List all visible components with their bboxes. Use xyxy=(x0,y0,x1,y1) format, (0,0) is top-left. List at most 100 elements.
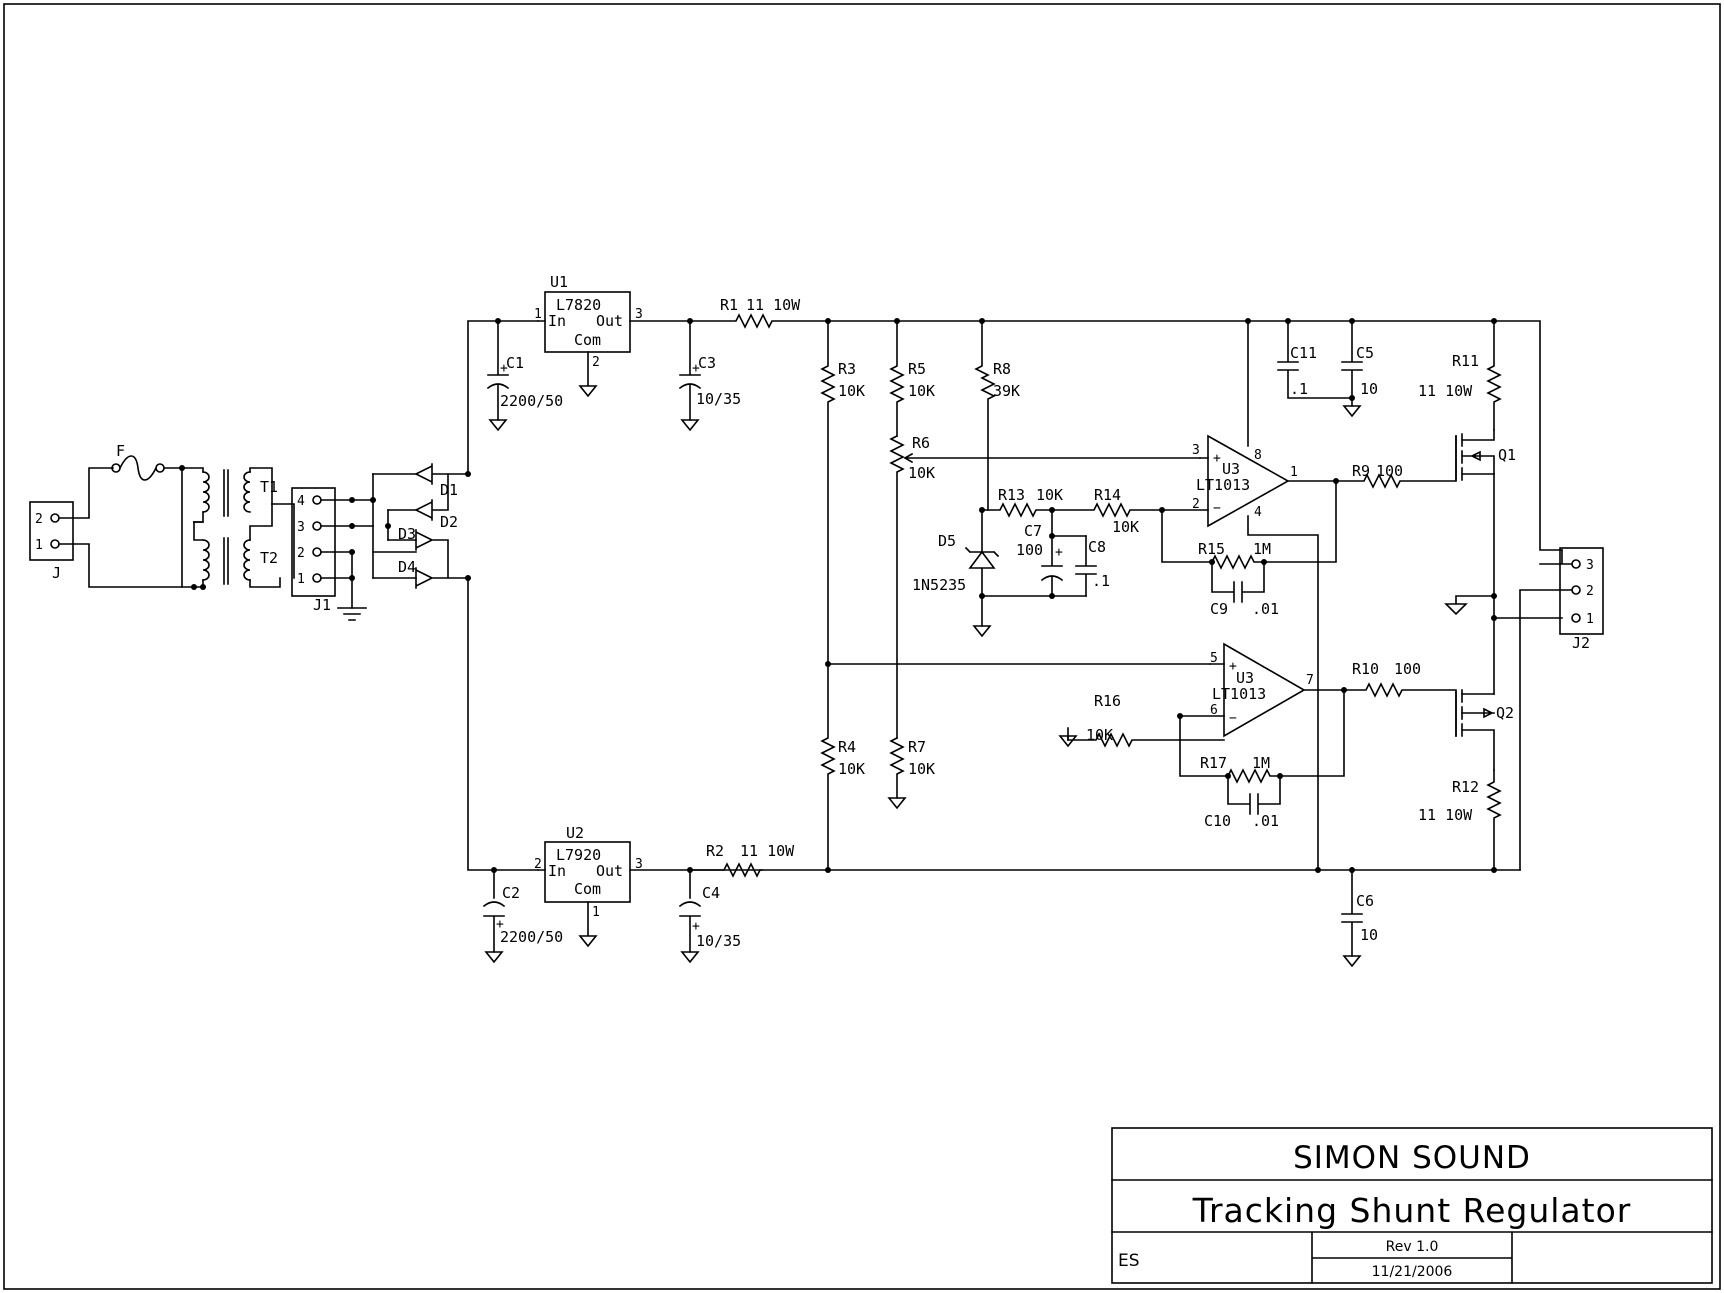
r14-value: 10K xyxy=(1112,518,1139,536)
resistor-r1: R1 11 10W xyxy=(689,296,829,329)
r9-value: 100 xyxy=(1376,462,1403,480)
j1-pin3-label: 3 xyxy=(297,520,305,535)
c9-value: .01 xyxy=(1252,600,1279,618)
r3-label: R3 xyxy=(838,360,856,378)
company-name: SIMON SOUND xyxy=(1293,1140,1531,1176)
j1-pin2-label: 2 xyxy=(297,546,305,561)
r5-value: 10K xyxy=(908,382,935,400)
j-pin1-label: 1 xyxy=(35,538,43,553)
d1-label: D1 xyxy=(440,481,458,499)
c9-label: C9 xyxy=(1210,600,1228,618)
resistor-r10: R10 100 xyxy=(1343,660,1457,737)
c1-value: 2200/50 xyxy=(500,392,563,410)
u3b-plus: + xyxy=(1229,659,1237,674)
fuse-f: F xyxy=(111,442,165,481)
connector-j1: 4 3 2 1 J1 xyxy=(291,487,336,614)
transformer-t1: T1 xyxy=(181,467,278,523)
c7-plus: + xyxy=(1055,545,1063,560)
r1-value: 11 10W xyxy=(746,296,801,314)
u3a-pin8: 8 xyxy=(1254,448,1262,463)
j1-label: J1 xyxy=(313,596,331,614)
c3-value: 10/35 xyxy=(696,390,741,408)
u3a-pin1: 1 xyxy=(1290,465,1298,480)
r2-label: R2 xyxy=(706,842,724,860)
u2-in: In xyxy=(548,862,566,880)
r12-value: 11 10W xyxy=(1418,806,1473,824)
u3a-pin4: 4 xyxy=(1254,505,1262,520)
u2-pin2: 2 xyxy=(534,857,542,872)
c3-label: C3 xyxy=(698,354,716,372)
drawing-title: Tracking Shunt Regulator xyxy=(1192,1191,1632,1230)
c8-value: .1 xyxy=(1092,572,1110,590)
r6-value: 10K xyxy=(908,464,935,482)
u3a-label: U3 xyxy=(1222,460,1240,478)
resistor-r15: R15 1M xyxy=(1198,540,1271,570)
resistor-r3: R3 10K xyxy=(820,320,865,665)
r3-value: 10K xyxy=(838,382,865,400)
r8-value: 39K xyxy=(993,382,1020,400)
u3a-pin2: 2 xyxy=(1192,497,1200,512)
c8-label: C8 xyxy=(1088,538,1106,556)
capacitor-c3: + C3 10/35 xyxy=(678,320,741,432)
r17-label: R17 xyxy=(1200,754,1227,772)
d5-label: D5 xyxy=(938,532,956,550)
capacitor-c4: + C4 10/35 xyxy=(678,869,741,964)
j2-pin2: 2 xyxy=(1586,584,1594,599)
q1-label: Q1 xyxy=(1498,446,1516,464)
resistor-r14: R14 10K xyxy=(1051,486,1163,536)
c4-label: C4 xyxy=(702,884,720,902)
capacitor-c10: C10 .01 xyxy=(1204,775,1281,830)
u2-pin3: 3 xyxy=(635,857,643,872)
c4-value: 10/35 xyxy=(696,932,741,950)
u3b-label: U3 xyxy=(1236,669,1254,687)
r6-label: R6 xyxy=(912,434,930,452)
r5-label: R5 xyxy=(908,360,926,378)
resistor-r2: R2 11 10W xyxy=(689,842,795,878)
c7-value: 100 xyxy=(1016,541,1043,559)
u1-pin2: 2 xyxy=(592,355,600,370)
u2-pin1: 1 xyxy=(592,905,600,920)
t1-label: T1 xyxy=(260,478,278,496)
capacitor-c6: C6 10 xyxy=(1341,869,1378,968)
resistor-r11: R11 11 10W xyxy=(1418,320,1502,431)
zener-d5: D5 1N5235 xyxy=(912,509,1000,638)
u2-com: Com xyxy=(574,880,601,898)
u3a-plus: + xyxy=(1213,451,1221,466)
mosfet-q2: Q2 xyxy=(1455,689,1514,771)
capacitor-c5: C5 10 xyxy=(1341,320,1378,418)
c11-value: .1 xyxy=(1290,380,1308,398)
r2-value: 11 10W xyxy=(740,842,795,860)
j1-pin1-label: 1 xyxy=(297,572,305,587)
d5-part: 1N5235 xyxy=(912,576,966,594)
sheet-border xyxy=(3,3,1721,1290)
resistor-r8: R8 39K xyxy=(974,320,1020,511)
capacitor-c11: C11 .1 xyxy=(1277,320,1353,399)
r11-value: 11 10W xyxy=(1418,382,1473,400)
c4-plus: + xyxy=(692,919,700,934)
r13-value: 10K xyxy=(1036,486,1063,504)
u3b-minus: − xyxy=(1229,711,1237,726)
resistor-r16: R16 10K xyxy=(1058,692,1225,748)
r15-label: R15 xyxy=(1198,540,1225,558)
u1-pin3: 3 xyxy=(635,307,643,322)
u3b-pin6: 6 xyxy=(1210,703,1218,718)
r16-label: R16 xyxy=(1094,692,1121,710)
q2-label: Q2 xyxy=(1496,704,1514,722)
r4-label: R4 xyxy=(838,738,856,756)
opamp-u3b: + − U3 LT1013 5 6 7 xyxy=(1210,642,1314,738)
u1-pin1: 1 xyxy=(534,307,542,322)
u1-com: Com xyxy=(574,331,601,349)
u2-label: U2 xyxy=(566,824,584,842)
r7-label: R7 xyxy=(908,738,926,756)
c3-plus: + xyxy=(692,361,700,376)
r7-value: 10K xyxy=(908,760,935,778)
c2-label: C2 xyxy=(502,884,520,902)
u3b-pin7: 7 xyxy=(1306,673,1314,688)
resistor-r5: R5 10K xyxy=(889,320,935,437)
resistor-r7: R7 10K xyxy=(887,736,935,810)
c2-plus: + xyxy=(496,917,504,932)
capacitor-c9: C9 .01 xyxy=(1210,561,1279,618)
regulator-u1: U1 L7820 In Out Com 1 3 2 xyxy=(534,273,691,398)
capacitor-c1: + C1 2200/50 xyxy=(486,320,563,432)
